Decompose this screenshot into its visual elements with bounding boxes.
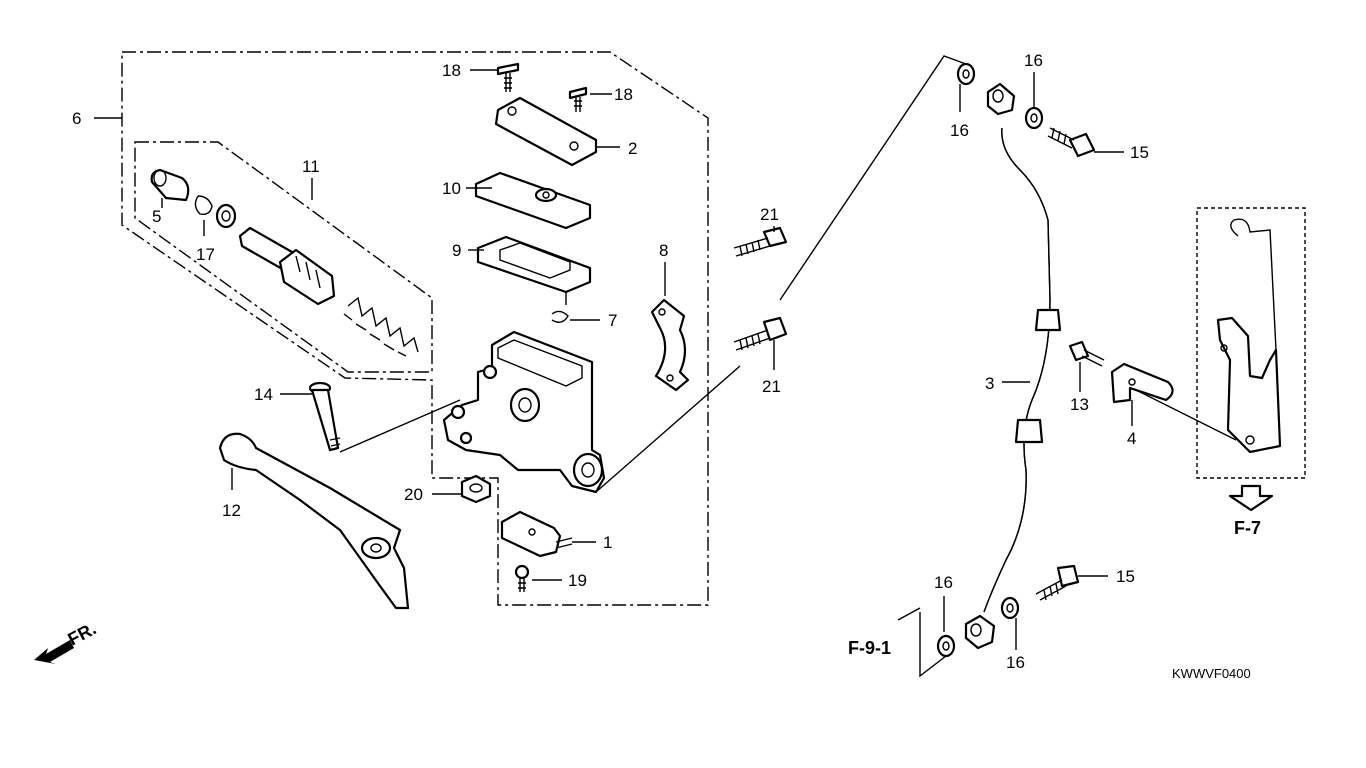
bolt-21-upper xyxy=(733,226,788,257)
callout-21-lower: 21 xyxy=(762,377,781,396)
diaphragm xyxy=(476,235,592,305)
screw-18-right xyxy=(568,86,588,112)
hose-clamp-4 xyxy=(1110,362,1174,404)
brake-light-switch xyxy=(500,510,573,558)
callout-3: 3 xyxy=(985,374,994,393)
reservoir-cap xyxy=(494,96,598,167)
callout-16-bottom-right: 16 xyxy=(1006,653,1025,672)
callout-5: 5 xyxy=(152,207,161,226)
clamp-holder-8 xyxy=(650,298,690,392)
front-direction-arrow-icon xyxy=(34,640,74,664)
boot-5 xyxy=(150,168,190,202)
callout-18-right: 18 xyxy=(614,85,633,104)
bolt-13 xyxy=(1068,340,1105,367)
banjo-bolt-15-top xyxy=(1047,127,1096,158)
bracket-f7 xyxy=(1216,218,1282,454)
circlip-17 xyxy=(194,195,213,216)
callout-16-bottom-left: 16 xyxy=(934,573,953,592)
leader-lines xyxy=(94,55,1237,678)
callout-11: 11 xyxy=(302,157,320,176)
piston-set-group-outline xyxy=(134,141,433,373)
washer-16-d xyxy=(1000,596,1020,620)
callout-13: 13 xyxy=(1070,395,1089,414)
screw-18-top xyxy=(496,62,520,92)
callout-8: 8 xyxy=(659,241,668,260)
callout-10: 10 xyxy=(442,179,461,198)
banjo-top xyxy=(986,82,1016,116)
arrow-f7-icon xyxy=(1228,484,1274,512)
washer xyxy=(215,203,237,229)
brake-lever-12 xyxy=(218,432,410,610)
pivot-bolt-14 xyxy=(308,381,341,452)
nut-20 xyxy=(460,474,492,504)
bolt-21-lower xyxy=(733,316,788,351)
callout-1: 1 xyxy=(603,533,612,552)
callout-16-top-left: 16 xyxy=(950,121,969,140)
diaphragm-plate xyxy=(474,171,592,230)
piston xyxy=(238,226,336,306)
callout-9: 9 xyxy=(452,241,461,260)
callout-15-bottom: 15 xyxy=(1116,567,1135,586)
ref-f7: F-7 xyxy=(1234,518,1261,538)
callout-19: 19 xyxy=(568,571,587,590)
spring xyxy=(343,296,419,357)
callout-20: 20 xyxy=(404,485,423,504)
callout-17: 17 xyxy=(196,245,215,264)
callout-14: 14 xyxy=(254,385,273,404)
callout-15-top: 15 xyxy=(1130,143,1149,162)
banjo-bottom xyxy=(964,614,996,650)
master-cylinder-body xyxy=(442,330,606,494)
clip-7 xyxy=(551,310,569,323)
washer-16-a xyxy=(956,62,976,86)
callout-2: 2 xyxy=(628,139,637,158)
washer-16-c xyxy=(936,634,956,658)
master-cylinder-group-outline xyxy=(121,51,709,606)
callout-18-left: 18 xyxy=(442,61,461,80)
diagram-code: KWWVF0400 xyxy=(1172,666,1251,681)
brake-hose-3 xyxy=(983,127,1062,613)
banjo-bolt-15-bottom xyxy=(1035,564,1080,601)
screw-19 xyxy=(514,564,530,592)
callout-21-upper: 21 xyxy=(760,205,779,224)
ref-f9-1: F-9-1 xyxy=(848,638,891,658)
callout-6: 6 xyxy=(72,109,81,128)
callout-12: 12 xyxy=(222,501,241,520)
callout-4: 4 xyxy=(1127,429,1136,448)
callout-7: 7 xyxy=(608,311,617,330)
callout-16-top-right: 16 xyxy=(1024,51,1043,70)
washer-16-b xyxy=(1024,106,1044,130)
